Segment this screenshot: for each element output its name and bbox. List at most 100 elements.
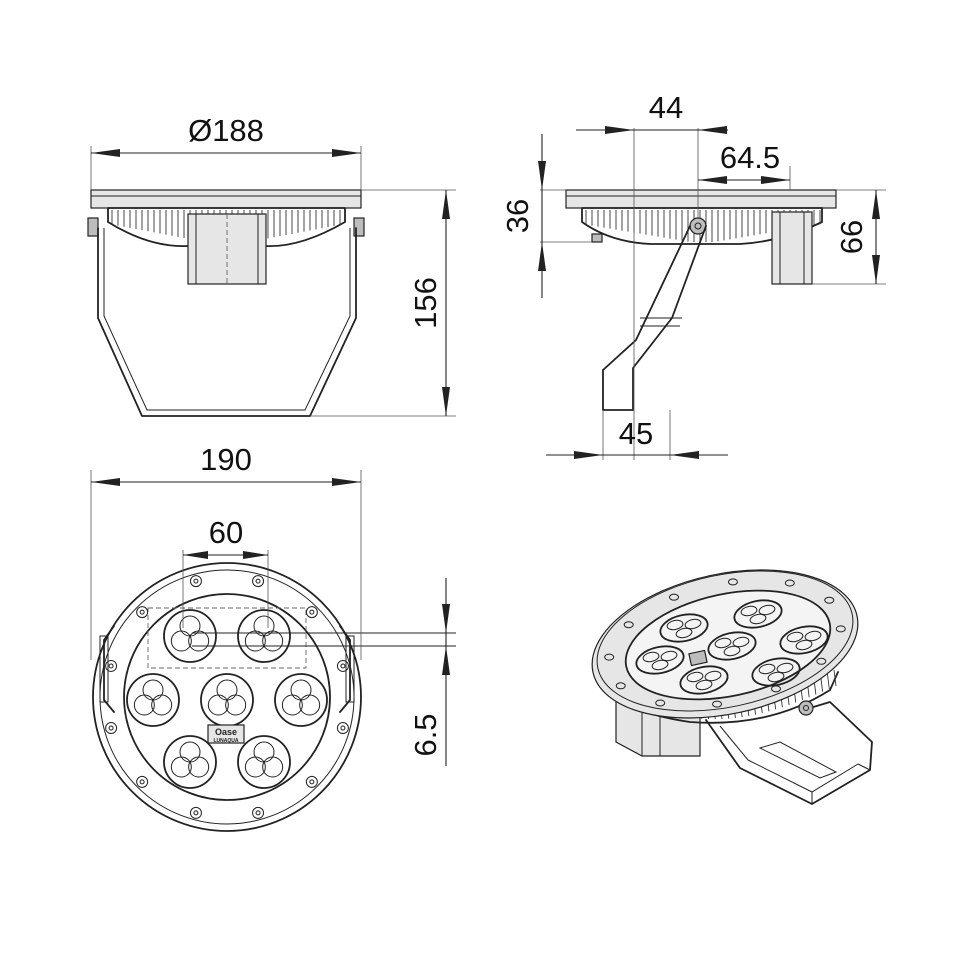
led-lens: [642, 651, 660, 663]
bolt-hole-center: [340, 663, 346, 669]
flange-bolt-holes: [105, 575, 349, 819]
iso-led-clusters: [635, 599, 829, 695]
bolt-hole: [655, 699, 666, 707]
led-lens: [749, 613, 767, 625]
bolt-hole: [252, 806, 265, 819]
bolt-hole: [604, 653, 615, 661]
side-view: 44 64.5 36 66 45: [500, 90, 886, 460]
dim-side-bracket-width: 45: [619, 416, 653, 451]
led-lens: [675, 627, 693, 639]
led-lens: [244, 630, 266, 652]
led-lens: [188, 756, 210, 778]
led-lens: [758, 604, 776, 616]
led-cluster: [707, 631, 757, 661]
led-lens: [758, 663, 776, 675]
bolt-hole: [727, 578, 738, 586]
bolt-hole-center: [193, 810, 199, 816]
dim-side-flange-height: 36: [500, 199, 535, 233]
led-lens: [786, 631, 804, 643]
led-lens: [133, 694, 155, 716]
bolt-hole-center: [340, 725, 346, 731]
led-cluster: [237, 735, 291, 789]
bottom-view: Oase LUNAQUA 190 60 6.5: [90, 442, 456, 832]
led-cluster: [274, 673, 328, 727]
iso-bolt-holes: [604, 578, 846, 708]
bolt-hole: [305, 775, 318, 788]
bolt-hole: [824, 596, 835, 604]
bolt-hole: [305, 606, 318, 619]
led-lens: [732, 636, 750, 648]
led-lens: [170, 630, 192, 652]
bolt-hole-center: [193, 578, 199, 584]
led-lens: [686, 671, 704, 683]
led-cluster: [237, 609, 291, 663]
led-lens: [253, 741, 275, 763]
bolt-hole: [136, 775, 149, 788]
bolt-hole: [136, 606, 149, 619]
bolt-hole: [835, 625, 846, 633]
dim-side-width-top: 44: [649, 90, 683, 125]
bolt-hole: [668, 593, 679, 601]
bolt-hole: [623, 621, 634, 629]
bolt-hole: [105, 659, 118, 672]
led-lens: [660, 650, 678, 662]
led-lens: [776, 662, 794, 674]
dim-bottom-led-spacing: 60: [209, 515, 243, 550]
led-lens: [225, 694, 247, 716]
fin: [826, 672, 830, 689]
bolt-hole-center: [139, 609, 145, 615]
dim-front-height: 156: [408, 277, 443, 329]
bolt-hole-center: [108, 725, 114, 731]
bolt-hole: [816, 657, 827, 665]
led-lens: [767, 671, 785, 683]
led-lens: [290, 679, 312, 701]
dim-side-box-height: 66: [834, 220, 869, 254]
led-lens: [804, 630, 822, 642]
led-lens: [704, 670, 722, 682]
dim-bottom-width: 190: [200, 442, 252, 477]
led-lens: [216, 679, 238, 701]
bolt-hole: [336, 659, 349, 672]
bolt-hole-center: [108, 663, 114, 669]
led-cluster: [751, 657, 801, 687]
led-lens: [170, 756, 192, 778]
bolt-hole-center: [255, 578, 261, 584]
led-cluster: [163, 735, 217, 789]
led-lens: [651, 659, 669, 671]
bolt-hole: [336, 722, 349, 735]
led-lens: [666, 619, 684, 631]
isometric-view: [591, 569, 873, 805]
led-lens: [262, 630, 284, 652]
bolt-hole-center: [309, 779, 315, 785]
led-lens: [723, 645, 741, 657]
led-lens: [151, 694, 173, 716]
led-lens: [299, 694, 321, 716]
led-lens: [179, 741, 201, 763]
led-cluster: [779, 625, 829, 655]
svg-text:Oase: Oase: [215, 727, 237, 737]
led-lens: [740, 605, 758, 617]
led-lens: [262, 756, 284, 778]
led-lens: [795, 639, 813, 651]
led-cluster: [659, 613, 709, 643]
bolt-hole: [615, 682, 626, 690]
led-lens: [714, 637, 732, 649]
led-cluster: [126, 673, 180, 727]
led-lens: [695, 679, 713, 691]
dim-side-offset: 64.5: [720, 140, 780, 175]
dim-front-diameter: Ø188: [188, 113, 264, 148]
bolt-hole-center: [139, 779, 145, 785]
dim-bottom-offset: 6.5: [408, 713, 443, 756]
led-lens: [142, 679, 164, 701]
front-view: Ø188 156: [87, 113, 456, 417]
led-cluster: [679, 665, 729, 695]
oase-logo: Oase LUNAQUA: [207, 724, 245, 744]
bolt-hole: [712, 700, 723, 708]
bolt-hole: [252, 575, 265, 588]
led-lens: [207, 694, 229, 716]
led-cluster: [163, 609, 217, 663]
led-clusters: [126, 609, 328, 789]
led-lens: [188, 630, 210, 652]
bolt-hole-center: [255, 810, 261, 816]
